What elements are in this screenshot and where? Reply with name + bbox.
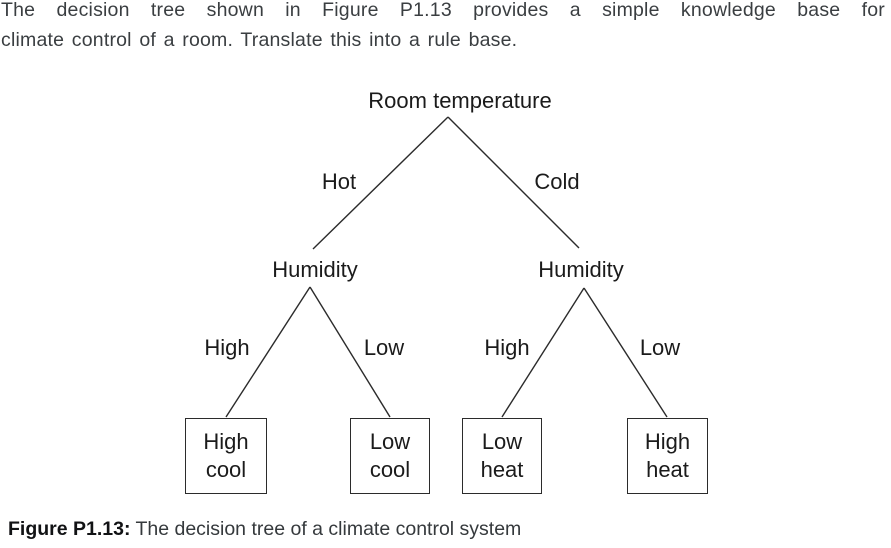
leaf-box-low-heat: Low heat <box>462 418 542 494</box>
humidity-node-left: Humidity <box>272 257 358 282</box>
branch-label-right-high: High <box>484 335 530 360</box>
leaf-box-low-cool: Low cool <box>350 418 430 494</box>
figure-caption-number: Figure P1.13: <box>8 518 131 540</box>
root-node-label: Room temperature <box>368 88 552 113</box>
leaf-label-line: cool <box>369 457 411 482</box>
leaf-label-line: heat <box>480 457 524 482</box>
problem-text-line-1: The decision tree shown in Figure P1.13 … <box>1 0 885 21</box>
edge-humidity-right-high <box>501 287 585 418</box>
branch-label-left-low: Low <box>363 335 405 360</box>
leaf-box-high-heat: High heat <box>627 418 708 494</box>
humidity-node-right: Humidity <box>538 257 624 282</box>
problem-text-line-2: climate control of a room. Translate thi… <box>1 29 518 51</box>
branch-label-hot: Hot <box>321 169 357 194</box>
leaf-label-line: cool <box>205 457 247 482</box>
edge-root-cold <box>447 116 580 249</box>
figure-caption-text: The decision tree of a climate control s… <box>135 518 522 540</box>
leaf-label-line: High <box>644 429 691 454</box>
figure-caption: Figure P1.13:The decision tree of a clim… <box>8 515 521 543</box>
leaf-label-line: heat <box>646 457 689 482</box>
edge-humidity-left-low <box>309 286 391 418</box>
edge-root-hot <box>312 116 449 250</box>
edge-humidity-right-low <box>583 287 668 418</box>
branch-label-right-low: Low <box>639 335 681 360</box>
branch-label-left-high: High <box>204 335 250 360</box>
leaf-label-line: Low <box>369 429 411 454</box>
leaf-label-line: Low <box>481 429 523 454</box>
leaf-label-line: High <box>203 429 249 454</box>
branch-label-cold: Cold <box>534 169 580 194</box>
leaf-box-high-cool: High cool <box>185 418 267 494</box>
edge-humidity-left-high <box>225 286 311 418</box>
